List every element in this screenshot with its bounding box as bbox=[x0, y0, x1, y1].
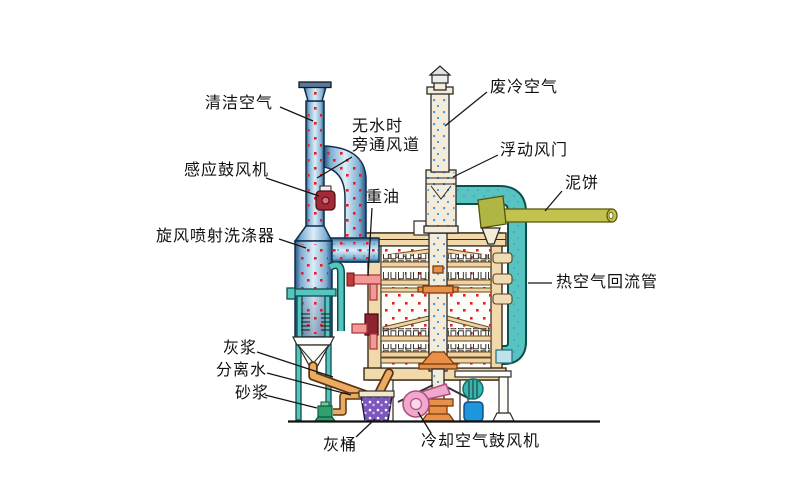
waste-stack bbox=[426, 65, 454, 173]
chimney-cap bbox=[298, 81, 332, 102]
leader-heavy-oil bbox=[367, 207, 373, 277]
label-waste-cold-air: 废冷空气 bbox=[490, 79, 559, 96]
furnace-to-scrubber-duct bbox=[325, 237, 380, 263]
leader-cooling-air-blower bbox=[417, 411, 432, 434]
scrubber-drain-j-pipe bbox=[328, 261, 345, 331]
label-mud-cake: 泥饼 bbox=[565, 175, 600, 192]
label-cooling-air-blower: 冷却空气鼓风机 bbox=[421, 433, 541, 450]
label-hot-air-return-pipe: 热空气回流管 bbox=[556, 274, 659, 291]
label-clean-air: 清洁空气 bbox=[205, 95, 274, 112]
leader-mud-cake bbox=[544, 190, 563, 212]
shaft-motor bbox=[462, 378, 484, 400]
ash-bucket-shape bbox=[358, 390, 395, 422]
leader-ash-slurry bbox=[256, 351, 334, 378]
label-ash-slurry: 灰浆 bbox=[223, 340, 258, 357]
induced-draft-fan-unit bbox=[315, 185, 336, 211]
leader-waste-cold-air bbox=[444, 91, 488, 127]
label-ash-bucket: 灰桶 bbox=[323, 437, 358, 454]
sand-valve-pipe bbox=[333, 392, 362, 416]
leader-clean-air bbox=[279, 106, 314, 122]
label-cyclone-jet-scrubber: 旋风喷射洗涤器 bbox=[156, 228, 276, 245]
hot-air-inlet-stub bbox=[495, 349, 513, 364]
scrubber-vessel bbox=[286, 225, 345, 421]
water-tank bbox=[463, 401, 484, 422]
leader-lines bbox=[256, 91, 563, 438]
leader-sand-slurry bbox=[264, 394, 318, 409]
leader-ash-bucket bbox=[355, 418, 376, 438]
label-separated-water: 分离水 bbox=[216, 362, 268, 379]
drain-pipe-from-scrubber bbox=[308, 361, 371, 400]
mist-eliminator-coils bbox=[301, 313, 330, 331]
leader-induced-draft-fan bbox=[265, 177, 320, 197]
scrubber-system bbox=[286, 81, 380, 421]
furnace-shaft bbox=[417, 232, 459, 422]
label-induced-draft-fan: 感应鼓风机 bbox=[184, 162, 270, 179]
label-heavy-oil: 重油 bbox=[366, 189, 401, 206]
label-sand-slurry: 砂浆 bbox=[235, 385, 270, 402]
stack-cap bbox=[428, 65, 452, 91]
leader-floating-damper bbox=[452, 154, 499, 178]
mud-cake-feeder bbox=[477, 195, 618, 245]
label-floating-damper: 浮动风门 bbox=[500, 142, 569, 159]
label-no-water-bypass-duct: 无水时 旁通风道 bbox=[352, 118, 421, 154]
cooling-air-blower-unit bbox=[402, 383, 452, 418]
oil-burner-lower bbox=[351, 313, 379, 350]
floating-damper-assembly bbox=[423, 169, 459, 234]
oil-burner-upper bbox=[346, 272, 382, 301]
ash-handling bbox=[308, 361, 395, 422]
leader-separated-water bbox=[266, 372, 352, 396]
sand-valve bbox=[313, 401, 337, 422]
leader-cyclone-jet-scrubber bbox=[278, 238, 307, 249]
leader-no-water-bypass-duct bbox=[316, 156, 353, 179]
